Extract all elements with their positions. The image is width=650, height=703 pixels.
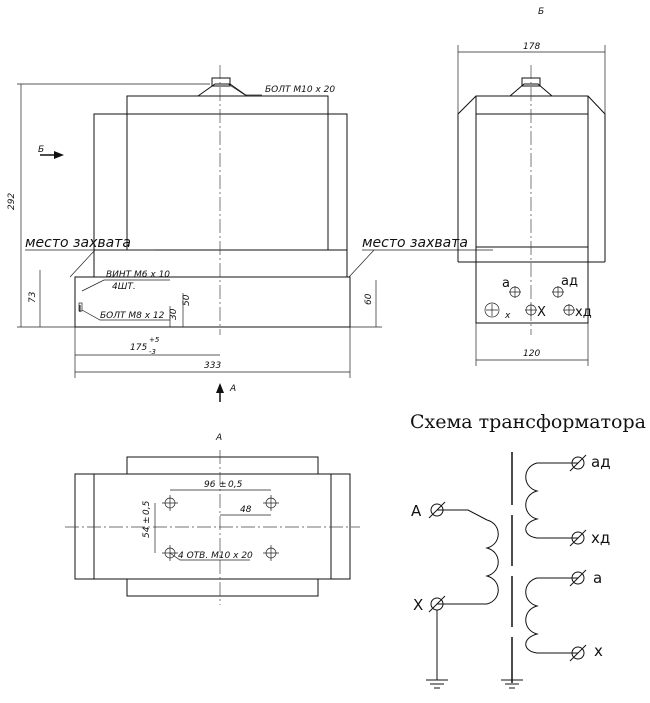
side-term-ad: ад bbox=[561, 274, 578, 289]
bolt-top-leader bbox=[227, 83, 262, 96]
front-base-plate bbox=[74, 276, 351, 328]
dim-96: 96 bbox=[204, 480, 216, 490]
grip-left-label: место захвата bbox=[25, 235, 131, 251]
side-view: Б 178 120 а ад х Х хд bbox=[457, 7, 606, 366]
screw-leader bbox=[81, 279, 170, 292]
terminal-x bbox=[571, 646, 585, 660]
plan-inner-edges bbox=[93, 474, 332, 579]
screw-qty: 4ШТ. bbox=[112, 282, 136, 292]
dim-96-tol: 0,5 bbox=[228, 480, 243, 490]
schema-term-X: Х bbox=[413, 596, 423, 614]
bolt-m8-label: БОЛТ М8 х 12 bbox=[100, 311, 165, 321]
schema-term-ad: ад bbox=[591, 453, 611, 471]
view-b-arrowhead bbox=[54, 151, 64, 159]
dim-60: 60 bbox=[364, 293, 374, 305]
front-top-bolt-head bbox=[211, 77, 231, 87]
bolt-top-label: БОЛТ М10 х 20 bbox=[265, 85, 335, 95]
front-core-edges bbox=[126, 114, 329, 250]
secondary-winding-1 bbox=[525, 462, 578, 539]
dim-96-pm: ± bbox=[219, 480, 227, 490]
plan-view-title: А bbox=[215, 433, 222, 443]
terminal-ad bbox=[571, 456, 585, 470]
terminal-A-slash bbox=[428, 501, 446, 519]
dim-175-tol-up: +5 bbox=[149, 336, 160, 344]
front-core-lines bbox=[94, 113, 347, 251]
dim-54-tol: 0,5 bbox=[142, 500, 152, 515]
dim-30: 30 bbox=[169, 308, 179, 320]
terminal-x-slash bbox=[569, 644, 587, 662]
terminal-a bbox=[571, 571, 585, 585]
dim-48: 48 bbox=[240, 505, 252, 515]
plan-top-tab bbox=[126, 456, 319, 475]
schema-term-a: а bbox=[593, 569, 602, 587]
side-body-outline bbox=[457, 95, 606, 262]
view-a-arrowhead bbox=[216, 383, 224, 393]
view-a-label: А bbox=[229, 384, 236, 394]
plan-view: А 96 ± 0,5 48 54 ± 0,5 4 ОТВ. М10 х 20 bbox=[65, 433, 360, 605]
dim-178: 178 bbox=[523, 42, 540, 52]
side-core-bottom bbox=[476, 246, 588, 263]
grip-left-leader bbox=[25, 249, 155, 278]
schema-term-x: х bbox=[594, 642, 603, 660]
terminal-X-slash bbox=[428, 595, 446, 613]
dim-54-pm: ± bbox=[142, 516, 152, 524]
dim-50: 50 bbox=[182, 294, 192, 306]
dim-120: 120 bbox=[523, 349, 540, 359]
terminal-ad-slash bbox=[569, 454, 587, 472]
schema-term-xd: хд bbox=[591, 529, 610, 547]
screw-label: ВИНТ М6 х 10 bbox=[106, 270, 170, 280]
dim-175: 175 bbox=[130, 343, 147, 353]
side-term-x: х bbox=[504, 311, 511, 321]
terminal-crosshairs bbox=[486, 286, 575, 316]
secondary-winding-2 bbox=[525, 577, 578, 654]
side-core bbox=[475, 96, 589, 262]
grip-right-label: место захвата bbox=[362, 235, 468, 251]
plan-bottom-tab bbox=[126, 578, 319, 597]
terminal-xd bbox=[571, 531, 585, 545]
grip-right-leader bbox=[348, 249, 493, 278]
ground-core bbox=[501, 679, 523, 689]
side-plate bbox=[458, 261, 605, 324]
front-view: Б 292 73 60 50 30 175 +5 -3 333 А место … bbox=[7, 65, 493, 402]
side-view-title: Б bbox=[538, 7, 544, 17]
front-body-outline bbox=[93, 95, 348, 277]
terminal-X-circle bbox=[484, 302, 500, 318]
schema-title: Схема трансформатора bbox=[410, 411, 646, 433]
ground-primary bbox=[426, 610, 448, 689]
terminal-a-slash bbox=[569, 569, 587, 587]
terminal-xd-slash bbox=[569, 529, 587, 547]
dim-175-tol-dn: -3 bbox=[149, 348, 156, 356]
primary-winding bbox=[485, 519, 499, 605]
dim-333: 333 bbox=[204, 361, 221, 371]
bolt-4-leader bbox=[169, 552, 250, 561]
side-term-a: а bbox=[502, 276, 510, 291]
terminal-A bbox=[430, 503, 444, 517]
schema-term-A: А bbox=[411, 502, 422, 520]
side-term-X: Х bbox=[537, 305, 546, 320]
bolt-4-label: 4 ОТВ. М10 х 20 bbox=[178, 551, 253, 561]
dim-54: 54 bbox=[142, 526, 152, 538]
primary-leads bbox=[437, 509, 488, 605]
dim-292: 292 bbox=[7, 193, 17, 210]
front-bolt-m8 bbox=[78, 302, 83, 312]
bolt-m8-leader bbox=[81, 309, 170, 321]
view-b-label: Б bbox=[38, 145, 44, 155]
front-top-terminal bbox=[197, 83, 248, 97]
transformer-schema: Схема трансформатора А Х ад хд а х bbox=[410, 411, 646, 689]
dim-73: 73 bbox=[28, 291, 38, 303]
side-term-xd: хд bbox=[575, 305, 592, 320]
